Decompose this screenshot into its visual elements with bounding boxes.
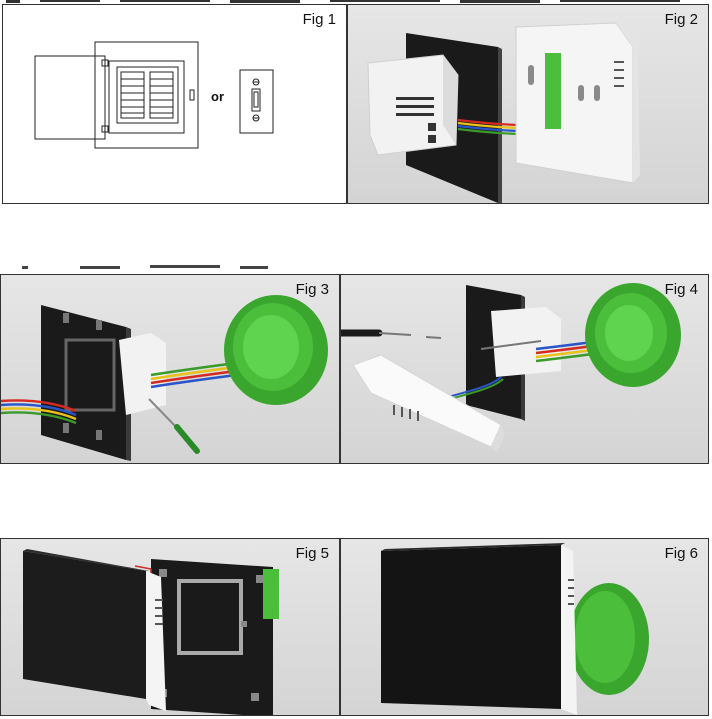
wiring-backplate-illustration [1, 295, 328, 461]
figure-3-panel: Fig 3 [0, 274, 340, 464]
figure-4-panel: Fig 4 [340, 274, 709, 464]
figure-3-label: Fig 3 [295, 281, 329, 298]
figure-2-panel: Fig 2 [347, 4, 709, 204]
or-label: or [211, 89, 224, 104]
figure-4-label: Fig 4 [664, 281, 698, 298]
faceplate-attach-illustration [23, 549, 279, 715]
figure-1-label: Fig 1 [302, 11, 336, 28]
figure-1-panel: Fig 1 [2, 4, 347, 204]
thermostat-backplate-illustration [367, 22, 640, 203]
figure-2-label: Fig 2 [664, 11, 698, 28]
figure-5-panel: Fig 5 [0, 538, 340, 716]
cropped-text-strokes [6, 0, 680, 3]
figure-5-label: Fig 5 [295, 545, 329, 562]
breaker-panel-diagram [34, 41, 274, 149]
installed-thermostat-illustration [381, 543, 649, 715]
cropped-header-text [0, 0, 712, 6]
figure-6-label: Fig 6 [664, 545, 698, 562]
caption-fragment-strokes [22, 265, 268, 269]
mounting-screw-illustration [341, 283, 681, 453]
cropped-caption-fragment [0, 262, 300, 270]
figure-6-panel: Fig 6 [340, 538, 709, 716]
